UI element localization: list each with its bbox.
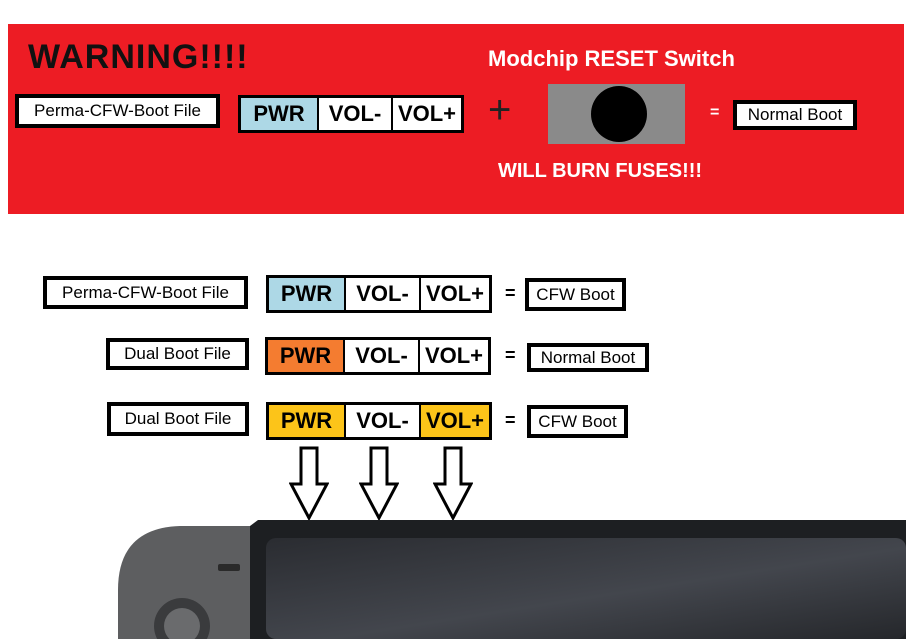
row3-result: CFW Boot (527, 405, 628, 438)
banner-vol-plus-button: VOL+ (391, 98, 461, 130)
reset-switch-title: Modchip RESET Switch (488, 46, 735, 71)
banner-vol-minus-button: VOL- (317, 98, 391, 130)
row1-vol-plus-button: VOL+ (419, 278, 489, 310)
row3-equals: = (505, 410, 516, 430)
row2-result: Normal Boot (527, 343, 649, 372)
banner-result: Normal Boot (733, 100, 857, 130)
row2-pwr-button: PWR (268, 340, 343, 372)
minus-button-icon (218, 564, 240, 571)
row2-button-combo: PWR VOL- VOL+ (265, 337, 491, 375)
banner-pwr-button: PWR (241, 98, 317, 130)
row1-equals: = (505, 283, 516, 303)
banner-file-label: Perma-CFW-Boot File (15, 94, 220, 128)
plus-sign: + (488, 88, 512, 132)
banner-equals: = (710, 104, 720, 121)
burn-fuses-warning: WILL BURN FUSES!!! (498, 160, 703, 182)
row2-vol-minus-button: VOL- (343, 340, 418, 372)
console-screen (266, 538, 906, 639)
reset-switch-knob (591, 86, 647, 142)
row3-vol-minus-button: VOL- (344, 405, 419, 437)
row2-equals: = (505, 345, 516, 365)
banner-button-combo: PWR VOL- VOL+ (238, 95, 464, 133)
row1-result: CFW Boot (525, 278, 626, 311)
vol-plus-down-arrow-icon (433, 446, 473, 520)
vol-minus-down-arrow-icon (359, 446, 399, 520)
row2-vol-plus-button: VOL+ (418, 340, 488, 372)
row3-pwr-button: PWR (269, 405, 344, 437)
row1-pwr-button: PWR (269, 278, 344, 310)
row1-file-label: Perma-CFW-Boot File (43, 276, 248, 309)
row3-button-combo: PWR VOL- VOL+ (266, 402, 492, 440)
row3-file-label: Dual Boot File (107, 402, 249, 436)
row2-file-label: Dual Boot File (106, 338, 249, 370)
warning-heading: WARNING!!!! (28, 38, 249, 76)
row1-vol-minus-button: VOL- (344, 278, 419, 310)
joycon-body (118, 526, 250, 639)
row1-button-combo: PWR VOL- VOL+ (266, 275, 492, 313)
row3-vol-plus-button: VOL+ (419, 405, 489, 437)
pwr-down-arrow-icon (289, 446, 329, 520)
switch-console-illustration (118, 520, 906, 639)
